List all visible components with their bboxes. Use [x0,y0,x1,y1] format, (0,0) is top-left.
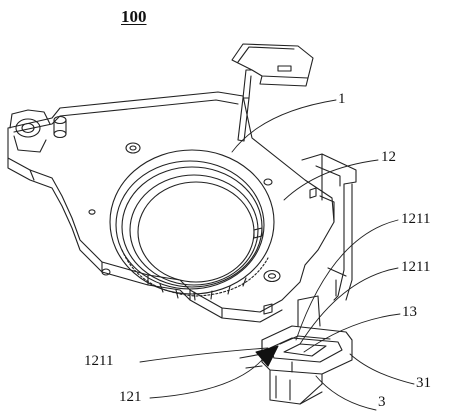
leader-1 [231,99,337,153]
screw-holes [88,142,281,283]
top-bracket [231,43,314,142]
figure-number: 100 [121,7,147,26]
leader-13 [303,313,401,353]
callout-12: 12 [381,149,396,165]
left-ear [9,109,51,153]
callout-1211-top: 1211 [401,211,431,227]
pin [53,115,67,139]
leader-3 [315,375,377,411]
leader-1211-left [139,347,269,363]
callout-13: 13 [402,304,417,320]
leader-1211-top [295,219,399,341]
leader-12 [283,159,379,201]
callout-1211-left: 1211 [84,353,114,369]
callout-121: 121 [119,389,142,405]
side-rail [301,153,357,301]
callout-31: 31 [416,375,431,391]
leader-31 [349,353,415,385]
leader-121 [149,359,263,399]
callout-1211-middle: 1211 [401,259,431,275]
leader-1211-middle [299,267,399,345]
lens-ring [109,149,275,301]
rail-slots [253,187,317,315]
pointer-arrow [255,345,279,367]
callout-3: 3 [378,394,386,410]
callout-1: 1 [338,91,346,107]
leader-lines [139,99,415,411]
